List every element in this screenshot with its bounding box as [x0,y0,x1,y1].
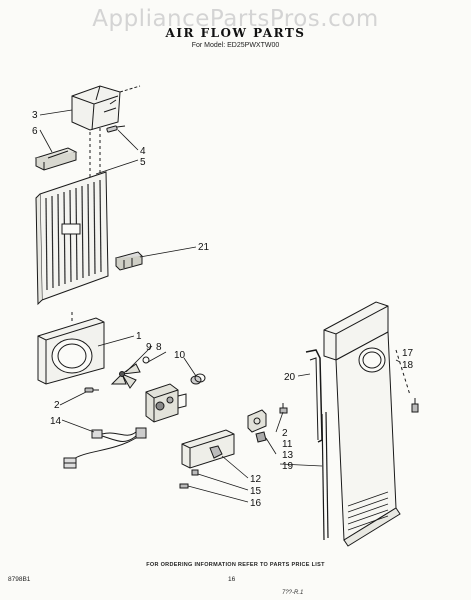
fan-motor-part [145,383,187,423]
watermark: AppliancePartsPros.com [92,6,379,32]
motor-bracket-part [181,429,235,469]
screw-part-center [279,403,288,414]
callout-15: 15 [250,486,262,497]
nut-part [191,469,199,476]
washer-part [142,356,150,364]
grille-louvers [45,179,102,291]
fan-shroud-part [37,317,105,385]
callout-10: 10 [174,350,186,361]
grommet-part [190,373,206,385]
page-number: 16 [228,576,236,583]
screw-part-left [84,387,99,393]
grille-label-plate [61,223,81,235]
callout-11: 11 [282,439,293,450]
diagram-title: AIR FLOW PARTS [165,26,306,40]
model-line: For Model: ED25PWXTW00 [191,42,280,49]
callout-20: 20 [284,372,296,383]
rear-panel-vents [347,491,389,531]
retainer-clip-part [115,251,143,271]
fan-blade-part [110,363,141,389]
thermostat-bracket-part [247,409,267,433]
callout-21: 21 [198,242,210,253]
callout-17: 17 [402,348,414,359]
callout-14: 14 [50,416,62,427]
screw-part [106,125,126,133]
gasket-strip-part [321,413,325,541]
fitting-part [255,431,267,443]
callout-8: 8 [156,342,162,353]
callout-5: 5 [140,157,146,168]
seal-strip-part [305,349,323,443]
wire-harness-part [63,427,147,469]
filter-pad-part [34,147,78,171]
rivet-part [179,483,189,489]
screw-part-right [411,398,419,413]
callout-12: 12 [250,474,262,485]
callout-2-left: 2 [54,400,60,411]
callout-9: 9 [146,342,152,353]
air-grille-panel-part [35,171,109,306]
callout-16: 16 [250,498,262,509]
callout-18: 18 [402,360,414,371]
callout-2-center: 2 [282,428,288,439]
document-code: 8798B1 [8,576,31,583]
rear-duct-panel-part [323,301,401,547]
callout-4: 4 [140,146,146,157]
handwritten-mark: 7??-R.1 [282,590,304,596]
callout-19: 19 [282,461,294,472]
callout-6: 6 [32,126,38,137]
callout-3: 3 [32,110,38,121]
ordering-info-note: FOR ORDERING INFORMATION REFER TO PARTS … [146,562,325,568]
duct-cover-part [71,85,141,131]
callout-1: 1 [136,331,142,342]
leader-lines [39,109,401,503]
callout-13: 13 [282,450,294,461]
